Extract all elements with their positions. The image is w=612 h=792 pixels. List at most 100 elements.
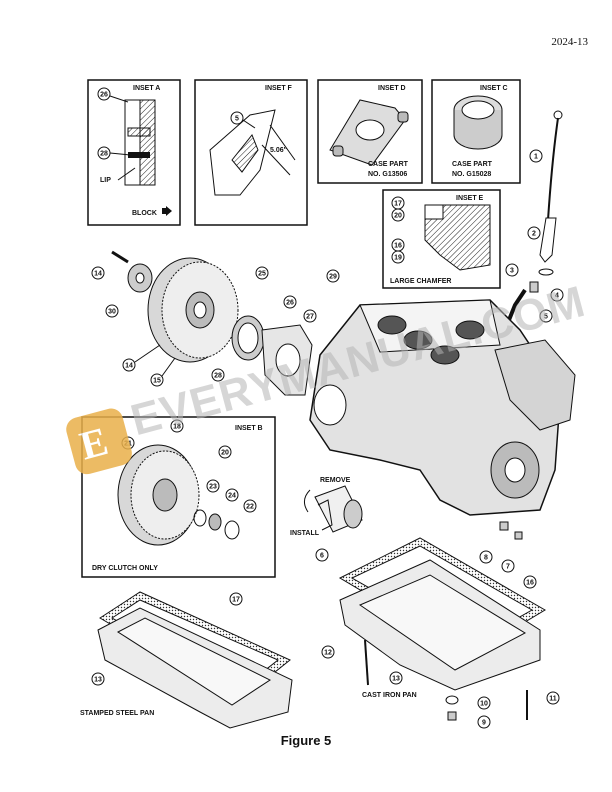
stamped-steel-pan: STAMPED STEEL PAN [80, 607, 293, 729]
callout-5-inset-f: 5 [230, 111, 256, 129]
svg-text:26: 26 [286, 300, 294, 307]
callout-13-right: 13 [389, 671, 403, 685]
inset-d-line1: CASE PART [368, 161, 409, 168]
svg-text:22: 22 [246, 504, 254, 511]
inset-b-title: INSET B [235, 425, 263, 432]
callout-19-inset-e: 19 [391, 250, 405, 264]
callout-16-inset-e: 16 [391, 238, 405, 252]
svg-text:3: 3 [510, 268, 514, 275]
install-label: INSTALL [290, 530, 320, 537]
callout-17-inset-e: 17 [391, 196, 405, 210]
callout-22-inset-b: 22 [243, 499, 257, 513]
callout-29: 30 [105, 304, 119, 318]
callout-28: 28 [211, 368, 225, 382]
oil-filter: REMOVE INSTALL [290, 477, 363, 537]
inset-e-title: INSET E [456, 195, 484, 202]
svg-text:14: 14 [125, 363, 133, 370]
callout-5: 5 [539, 309, 553, 323]
svg-text:24: 24 [228, 493, 236, 500]
callout-13-left: 13 [91, 672, 105, 686]
svg-text:28: 28 [100, 151, 108, 158]
inset-a-lip-label: LIP [100, 177, 111, 184]
svg-text:5: 5 [235, 116, 239, 123]
svg-text:16: 16 [394, 243, 402, 250]
flywheel [147, 257, 239, 363]
inset-f-dimension: 5.06" [270, 147, 287, 154]
remove-label: REMOVE [320, 477, 351, 484]
callout-6: 6 [315, 548, 329, 562]
inset-e-chamfer: LARGE CHAMFER [390, 278, 451, 285]
svg-text:5: 5 [544, 314, 548, 321]
callout-20-inset-b: 20 [218, 445, 232, 459]
inset-a-title: INSET A [133, 85, 160, 92]
callout-25: 25 [255, 266, 269, 280]
inset-b-note: DRY CLUTCH ONLY [92, 565, 158, 572]
svg-text:19: 19 [394, 255, 402, 262]
cast-iron-pan-label: CAST IRON PAN [362, 692, 417, 699]
inset-a-block-label: BLOCK [132, 210, 157, 217]
svg-text:29: 29 [329, 274, 337, 281]
svg-text:4: 4 [555, 293, 559, 300]
inset-b: INSET B DRY CLUTCH ONLY 18 21 20 23 24 2… [81, 416, 276, 578]
svg-text:30: 30 [108, 309, 116, 316]
inset-d: INSET D CASE PART NO. G13506 [317, 79, 423, 184]
svg-text:11: 11 [549, 696, 557, 703]
callout-11: 11 [526, 690, 560, 720]
svg-text:6: 6 [320, 553, 324, 560]
svg-text:17: 17 [232, 597, 240, 604]
inset-e: INSET E LARGE CHAMFER 17 20 16 19 [382, 189, 501, 289]
inset-c-title: INSET C [480, 85, 508, 92]
svg-text:14: 14 [94, 271, 102, 278]
svg-text:27: 27 [306, 314, 314, 321]
svg-text:13: 13 [94, 677, 102, 684]
svg-text:12: 12 [324, 650, 332, 657]
callout-4: 4 [550, 288, 564, 302]
callout-26: 26 [283, 295, 297, 309]
callout-14-left: 17 [229, 592, 243, 606]
callout-1: 1 [529, 149, 543, 163]
inset-c-line2: NO. G15028 [452, 171, 491, 178]
callout-30: 29 [326, 269, 340, 283]
svg-text:15: 15 [153, 378, 161, 385]
svg-text:13: 13 [392, 676, 400, 683]
svg-text:8: 8 [484, 555, 488, 562]
inset-f-title: INSET F [265, 85, 293, 92]
callout-18-inset-b: 18 [170, 419, 184, 433]
page-number: 2024-13 [551, 36, 588, 48]
callout-9: 9 [447, 711, 491, 729]
callout-16: 14 [122, 344, 161, 372]
svg-text:1: 1 [534, 154, 538, 161]
callout-24-inset-b: 24 [225, 488, 239, 502]
callout-10: 10 [445, 695, 491, 710]
inset-d-line2: NO. G13506 [368, 171, 407, 178]
callout-27: 27 [303, 309, 317, 323]
callout-15: 14 [91, 266, 105, 280]
stamped-steel-pan-label: STAMPED STEEL PAN [80, 710, 154, 717]
callout-3: 3 [505, 263, 519, 277]
svg-text:7: 7 [506, 564, 510, 571]
svg-text:9: 9 [482, 720, 486, 727]
callout-26: 26 [97, 87, 129, 103]
svg-text:17: 17 [394, 201, 402, 208]
svg-text:16: 16 [526, 580, 534, 587]
engine-block [309, 299, 576, 516]
svg-text:20: 20 [394, 213, 402, 220]
callout-20-inset-e: 20 [391, 208, 405, 222]
inset-c-line1: CASE PART [452, 161, 493, 168]
inset-c: INSET C CASE PART NO. G15028 [431, 79, 521, 184]
svg-text:18: 18 [173, 424, 181, 431]
callout-7: 7 [501, 531, 523, 573]
crank-flange [111, 250, 153, 293]
inset-a: INSET A LIP BLOCK 26 28 [87, 79, 181, 226]
callout-14-right: 16 [523, 575, 537, 589]
cast-iron-pan: CAST IRON PAN [339, 559, 541, 699]
callout-2: 2 [527, 226, 541, 240]
callout-23-inset-b: 23 [206, 479, 220, 493]
callout-8: 8 [479, 521, 509, 564]
svg-text:25: 25 [258, 271, 266, 278]
callout-12: 12 [321, 639, 369, 686]
svg-text:23: 23 [209, 484, 217, 491]
callout-28: 28 [97, 146, 131, 160]
seal-retainer [261, 324, 313, 396]
